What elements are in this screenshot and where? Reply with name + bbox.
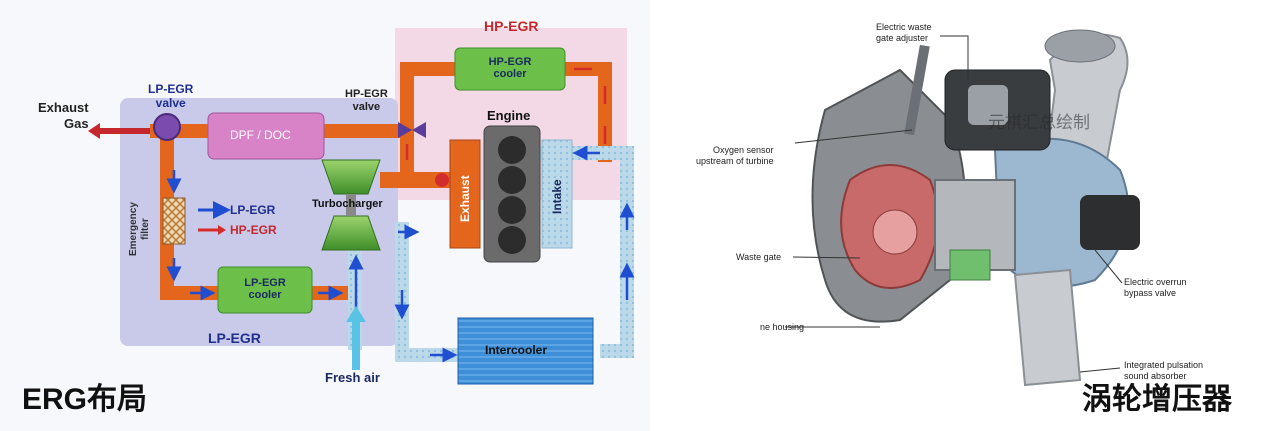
turbo-turbine	[321, 159, 381, 195]
electric-wastegate-line-2: gate adjuster	[876, 33, 929, 43]
lp-egr-cooler-label: LP-EGR cooler	[240, 277, 290, 301]
pulsation-line-1: Integrated pulsation	[1124, 360, 1204, 370]
exhaust-gas-label-2: Gas	[64, 116, 89, 131]
legend-lp-label: LP-EGR	[230, 203, 276, 217]
lp-egr-cooler-label-1: LP-EGR	[244, 277, 286, 289]
watermark: 元祺汇总绘制	[988, 113, 1090, 132]
emergency-filter	[162, 197, 186, 245]
intake-opening	[1044, 29, 1116, 63]
lp-egr-cooler	[217, 266, 313, 314]
overrun-valve-line-2: bypass valve	[1124, 288, 1177, 298]
exhaust-gas-label: Exhaust Gas	[38, 100, 89, 132]
electric-wastegate-line-1: Electric waste	[876, 22, 932, 32]
lp-egr-region-label: LP-EGR	[208, 330, 261, 346]
lp-egr-valve	[153, 113, 181, 141]
hp-egr-valve-label: HP-EGR valve	[345, 88, 388, 114]
egr-diagram	[88, 28, 635, 385]
hp-egr-title: HP-EGR	[484, 18, 539, 34]
pulsation-line-2: sound absorber	[1124, 371, 1187, 381]
oxygen-sensor-annotation: Oxygen sensor upstream of turbine	[696, 145, 774, 167]
legend-hp-label: HP-EGR	[230, 223, 277, 237]
exhaust-label: Exhaust	[458, 175, 472, 222]
oil-passage	[949, 249, 991, 281]
hp-valve-red	[435, 173, 449, 187]
turbocharger-caption: 涡轮增压器	[1082, 383, 1232, 416]
intake-label: Intake	[550, 179, 564, 214]
hp-egr-valve-label-1: HP-EGR	[345, 88, 388, 100]
overrun-valve-line-1: Electric overrun	[1124, 277, 1187, 287]
fresh-air-arrow-head	[346, 306, 366, 322]
electric-wastegate-annotation: Electric waste gate adjuster	[876, 22, 932, 44]
pulsation-annotation: Integrated pulsation sound absorber	[1124, 360, 1203, 382]
oxygen-sensor	[904, 44, 930, 136]
hp-egr-cooler-label: HP-EGR cooler	[483, 56, 537, 80]
turbo-compressor	[321, 215, 381, 251]
oxygen-sensor-line-1: Oxygen sensor	[713, 145, 774, 155]
oxygen-sensor-line-2: upstream of turbine	[696, 156, 774, 166]
hp-egr-cooler	[454, 47, 566, 91]
engine-label: Engine	[487, 108, 531, 123]
hp-flow-arrows	[405, 67, 607, 160]
emergency-filter-label-1: Emergency	[128, 202, 139, 256]
hp-egr-valve-label-2: valve	[352, 101, 381, 113]
exhaust-manifold	[449, 139, 481, 249]
intercooler-label: Intercooler	[485, 343, 548, 357]
lp-egr-valve-label-1: LP-EGR	[148, 82, 194, 96]
egr-layout-panel: HP-EGR HP-EGR cooler HP-EGR valve LP-EGR…	[22, 18, 635, 416]
outlet-pipe	[1013, 268, 1082, 387]
actuator-connector	[968, 85, 1008, 125]
intake-manifold	[541, 139, 573, 249]
lp-egr-cooler-label-2: cooler	[248, 289, 282, 301]
lp-egr-valve-label: LP-EGR valve	[148, 82, 193, 110]
fresh-air-label: Fresh air	[325, 370, 380, 385]
turbine-wheel	[872, 209, 918, 255]
turbocharger-illustration	[785, 29, 1140, 387]
emergency-filter-label: Emergency filter	[128, 202, 152, 256]
dpf-doc-box	[207, 112, 325, 160]
exhaust-arrow-head	[88, 123, 100, 139]
dpf-doc-label: DPF / DOC	[230, 128, 291, 142]
leader-lines	[785, 35, 1123, 373]
intercooler-box	[457, 317, 594, 385]
exhaust-gas-label-1: Exhaust	[38, 100, 89, 115]
waste-gate-annotation: Waste gate	[736, 252, 782, 262]
turbocharger-label: Turbocharger	[312, 198, 383, 210]
hp-egr-cooler-label-1: HP-EGR	[488, 56, 532, 68]
lp-egr-valve-label-2: valve	[155, 96, 186, 110]
overrun-valve-annotation: Electric overrun bypass valve	[1124, 277, 1187, 299]
turbo-shaft	[346, 194, 356, 216]
emergency-filter-label-2: filter	[140, 218, 151, 240]
hp-egr-cooler-label-2: cooler	[493, 68, 527, 80]
legend-hp-arrow-head	[218, 225, 226, 235]
bypass-valve	[1080, 195, 1140, 250]
engine-cylinders	[498, 136, 526, 254]
egr-caption: ERG布局	[22, 383, 148, 416]
housing-annotation: ne housing	[760, 322, 805, 332]
hp-egr-valve	[398, 122, 426, 138]
turbocharger-panel: Electric waste gate adjuster Oxygen sens…	[650, 0, 1269, 431]
